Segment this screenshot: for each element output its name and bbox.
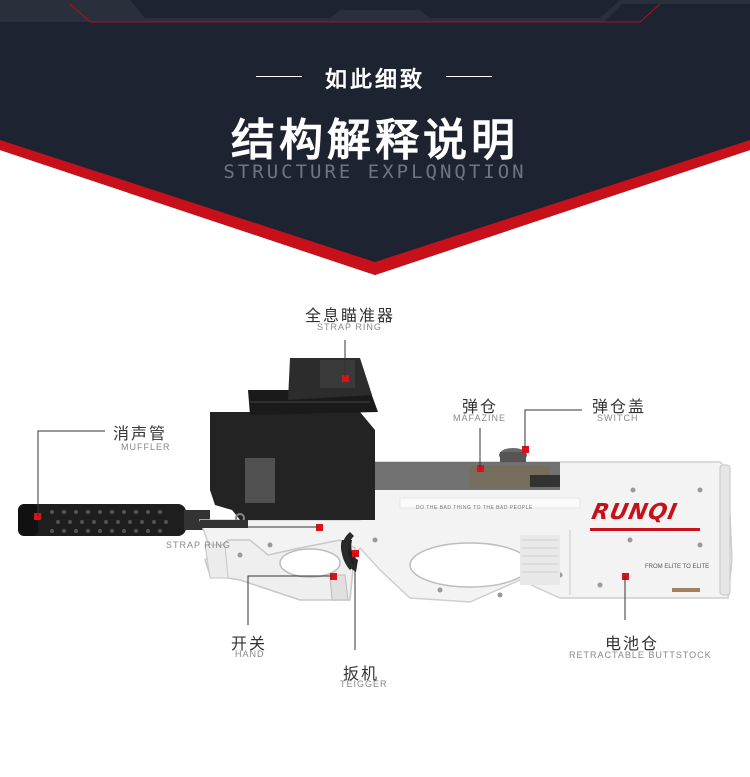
muffler-label-cn: 消声管 [113,424,168,443]
switch-label-cn: 开关 [231,634,268,653]
battery-label-en: RETRACTABLE BUTTSTOCK [569,650,712,660]
mag-cover-label-cn: 弹仓盖 [592,397,647,416]
gun-body [198,461,733,603]
top-red-accent [0,0,750,22]
trigger-label-cn: 扳机 [343,664,380,683]
header-rule-right [446,76,492,77]
leader-lines [37,340,626,650]
brand-logo: RUNQI [589,500,680,525]
magazine-label-en: MAFAZINE [453,413,507,423]
switch-label-en: HAND [235,649,265,659]
header-english: STRUCTURE EXPLQNQTION [223,161,527,183]
header-banner [0,0,750,275]
battery-label-cn: 电池仓 [605,634,660,653]
receiver [200,358,378,528]
trigger-label-en: TEIGGER [340,679,388,689]
body-small-text: DO THE BAD THING TO THE BAD PEOPLE [416,505,533,511]
sight-label-cn: 全息瞄准器 [305,306,396,325]
magazine-shape [360,448,560,490]
sight-label-en: STRAP RING [317,322,382,332]
muffler-label-en: MUFFLER [121,442,171,452]
banner-red-stripe-right [375,140,750,275]
header-title: 结构解释说明 [231,115,519,166]
banner-red-stripe-left [0,140,375,275]
brand-underline [590,528,700,531]
header-subtitle: 如此细致 [324,68,425,93]
mag-cover-label-en: SWITCH [597,413,639,423]
strap-ring-label-en: STRAP RING [166,540,231,550]
body-tagline: FROM ELITE TO ELITE [645,564,710,570]
header-rule-left [256,76,302,77]
magazine-label-cn: 弹仓 [462,397,499,416]
muffler [18,504,210,536]
